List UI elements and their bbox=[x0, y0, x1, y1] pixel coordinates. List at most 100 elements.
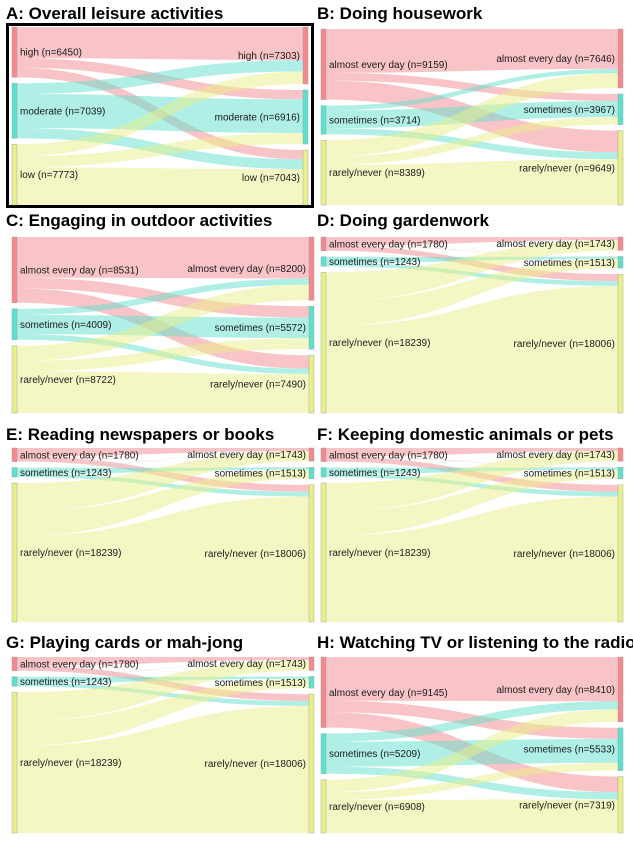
flow-band bbox=[17, 132, 303, 168]
right-node-bar bbox=[302, 89, 309, 145]
right-node-label: sometimes (n=3967) bbox=[524, 105, 615, 116]
flow-band bbox=[17, 660, 309, 678]
left-node-bar bbox=[11, 26, 18, 78]
right-node-bar bbox=[617, 273, 624, 414]
sankey-chart: almost every day (n=1780)sometimes (n=12… bbox=[320, 236, 624, 414]
node-group: almost every day (n=1780)sometimes (n=12… bbox=[11, 447, 315, 623]
sankey-chart: almost every day (n=1780)sometimes (n=12… bbox=[11, 656, 315, 834]
flow-band bbox=[326, 73, 618, 157]
left-node-bar bbox=[320, 482, 327, 623]
right-node-label: moderate (n=6916) bbox=[215, 113, 300, 124]
right-node-label: sometimes (n=1513) bbox=[524, 258, 615, 269]
node-group: almost every day (n=8531)sometimes (n=40… bbox=[11, 236, 315, 414]
sankey-chart: almost every day (n=1780)sometimes (n=12… bbox=[320, 447, 624, 623]
node-group: almost every day (n=9145)sometimes (n=52… bbox=[320, 656, 624, 834]
flow-band bbox=[326, 258, 618, 326]
panel-b: B: Doing housework almost every day (n=9… bbox=[317, 4, 627, 208]
right-node-bar bbox=[617, 776, 624, 834]
flow-group bbox=[17, 27, 303, 205]
right-node-bar bbox=[617, 727, 624, 771]
flow-band bbox=[326, 762, 618, 800]
flow-band bbox=[326, 701, 618, 742]
right-node-bar bbox=[308, 656, 315, 671]
panel-title: C: Engaging in outdoor activities bbox=[6, 211, 273, 230]
right-node-label: rarely/never (n=18006) bbox=[514, 549, 615, 560]
flow-band bbox=[17, 705, 309, 833]
left-node-bar bbox=[320, 447, 327, 462]
flow-band bbox=[17, 71, 303, 157]
left-node-bar bbox=[11, 482, 18, 623]
right-node-label: almost every day (n=1743) bbox=[187, 659, 306, 670]
flow-band bbox=[17, 237, 309, 279]
flow-band bbox=[17, 27, 303, 61]
flow-band bbox=[326, 159, 618, 205]
left-node-bar bbox=[320, 733, 327, 774]
node-group: almost every day (n=1780)sometimes (n=12… bbox=[320, 447, 624, 623]
left-node-label: rarely/never (n=18239) bbox=[329, 548, 430, 559]
panel-h: H: Watching TV or listening to the radio… bbox=[317, 633, 633, 838]
left-node-label: rarely/never (n=8722) bbox=[20, 375, 116, 386]
left-node-bar bbox=[11, 656, 18, 671]
right-node-bar bbox=[308, 676, 315, 689]
right-node-label: rarely/never (n=18006) bbox=[205, 549, 306, 560]
left-node-bar bbox=[320, 105, 327, 135]
left-node-bar bbox=[11, 447, 18, 462]
flow-group bbox=[17, 448, 309, 622]
sankey-chart: almost every day (n=9145)sometimes (n=52… bbox=[320, 656, 624, 834]
right-node-label: almost every day (n=7646) bbox=[496, 54, 615, 65]
left-node-bar bbox=[11, 236, 18, 304]
flow-band bbox=[17, 678, 309, 746]
flow-group bbox=[326, 29, 618, 205]
right-node-label: rarely/never (n=7319) bbox=[519, 800, 615, 811]
left-node-label: sometimes (n=1243) bbox=[329, 468, 420, 479]
flow-band bbox=[326, 285, 618, 413]
node-group: almost every day (n=1780)sometimes (n=12… bbox=[11, 656, 315, 834]
right-node-label: almost every day (n=8410) bbox=[496, 685, 615, 696]
flow-band bbox=[326, 448, 618, 457]
left-node-bar bbox=[11, 144, 18, 206]
left-node-bar bbox=[11, 692, 18, 834]
left-node-label: almost every day (n=9145) bbox=[329, 688, 448, 699]
panel-title: D: Doing gardenwork bbox=[317, 211, 489, 230]
right-node-label: rarely/never (n=9649) bbox=[519, 163, 615, 174]
right-node-bar bbox=[617, 256, 624, 269]
sankey-chart: almost every day (n=1780)sometimes (n=12… bbox=[11, 447, 315, 623]
left-node-label: rarely/never (n=18239) bbox=[20, 758, 121, 769]
left-node-label: rarely/never (n=18239) bbox=[329, 338, 430, 349]
node-group: almost every day (n=9159)sometimes (n=37… bbox=[320, 28, 624, 206]
right-node-bar bbox=[617, 467, 624, 480]
panel-title: F: Keeping domestic animals or pets bbox=[317, 425, 614, 444]
flow-band bbox=[17, 167, 303, 205]
left-node-label: rarely/never (n=8389) bbox=[329, 168, 425, 179]
flow-band bbox=[326, 709, 618, 792]
flow-band bbox=[326, 657, 618, 702]
flow-band bbox=[17, 660, 309, 721]
right-node-bar bbox=[617, 484, 624, 623]
flow-band bbox=[326, 245, 618, 257]
flow-band bbox=[326, 451, 618, 512]
right-node-label: almost every day (n=1743) bbox=[496, 239, 615, 250]
left-node-bar bbox=[320, 779, 327, 834]
flow-band bbox=[17, 448, 309, 457]
right-node-bar bbox=[308, 467, 315, 480]
right-node-bar bbox=[617, 93, 624, 125]
flow-band bbox=[326, 799, 618, 833]
left-node-label: sometimes (n=3714) bbox=[329, 115, 420, 126]
right-node-bar bbox=[308, 693, 315, 834]
left-node-label: sometimes (n=1243) bbox=[329, 257, 420, 268]
left-node-label: almost every day (n=1780) bbox=[20, 659, 139, 670]
panel-title: H: Watching TV or listening to the radio bbox=[317, 633, 633, 652]
flow-band bbox=[326, 68, 618, 111]
right-node-bar bbox=[302, 149, 309, 206]
right-node-bar bbox=[308, 236, 315, 301]
left-node-label: moderate (n=7039) bbox=[20, 106, 105, 117]
left-node-bar bbox=[320, 467, 327, 478]
panel-f: F: Keeping domestic animals or pets almo… bbox=[317, 425, 627, 625]
right-node-label: low (n=7043) bbox=[242, 173, 300, 184]
left-node-label: sometimes (n=4009) bbox=[20, 320, 111, 331]
left-node-label: rarely/never (n=18239) bbox=[20, 548, 121, 559]
right-node-label: almost every day (n=8200) bbox=[187, 264, 306, 275]
sankey-chart: almost every day (n=8531)sometimes (n=40… bbox=[11, 236, 315, 414]
right-node-label: sometimes (n=5572) bbox=[215, 323, 306, 334]
right-node-bar bbox=[308, 355, 315, 414]
